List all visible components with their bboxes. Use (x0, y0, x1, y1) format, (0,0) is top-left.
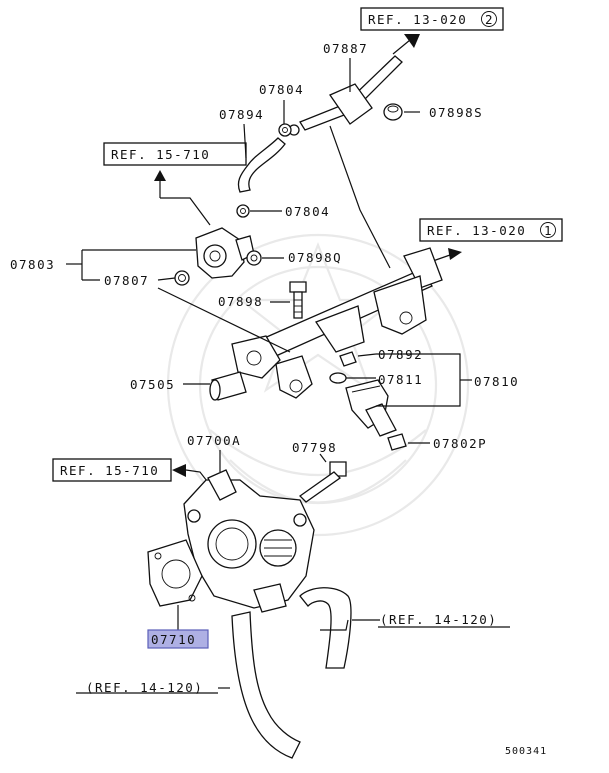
hose-left-lower[interactable] (231, 611, 301, 759)
ref-14-120-right[interactable]: (REF. 14-120) (380, 612, 497, 627)
label-07802p[interactable]: 07802P (433, 436, 487, 451)
fuel-rail-07505[interactable] (209, 247, 443, 401)
ref-13-020-2-text: REF. 13-020 (368, 12, 467, 27)
seal-07802p[interactable] (387, 433, 407, 451)
ref-13-020-1-circle-number: 1 (544, 223, 553, 238)
label-07810[interactable]: 07810 (474, 374, 519, 389)
ref-14-120-left[interactable]: (REF. 14-120) (86, 680, 203, 695)
ref-13-020-1-box[interactable]: REF. 13-020 1 (419, 218, 563, 242)
label-07887[interactable]: 07887 (323, 41, 368, 56)
bolt-07898q[interactable] (246, 250, 262, 266)
hose-right-lower[interactable] (299, 587, 352, 669)
label-07505[interactable]: 07505 (130, 377, 175, 392)
label-07892[interactable]: 07892 (378, 347, 423, 362)
label-07811[interactable]: 07811 (378, 372, 423, 387)
label-07898[interactable]: 07898 (218, 294, 263, 309)
circle-2-icon (481, 11, 497, 27)
ref-15-710-top-box[interactable]: REF. 15-710 (103, 142, 247, 166)
ref-15-710-mid-text: REF. 15-710 (60, 463, 159, 478)
o-ring-07898s[interactable] (383, 103, 403, 121)
ref-13-020-1-text: REF. 13-020 (427, 223, 526, 238)
label-07710-highlight[interactable]: 07710 (147, 629, 209, 649)
label-07898q[interactable]: 07898Q (288, 250, 342, 265)
pressure-regulator-07803[interactable] (195, 227, 255, 279)
circle-1-icon (540, 222, 556, 238)
o-ring-07811[interactable] (329, 372, 347, 384)
throttle-body-07700a[interactable] (183, 469, 315, 613)
label-07710: 07710 (151, 632, 196, 647)
ref-13-020-2-box[interactable]: REF. 13-020 2 (360, 7, 504, 31)
ref-15-710-top-text: REF. 15-710 (111, 147, 210, 162)
bolt-07898[interactable] (289, 281, 307, 319)
bolt-07798[interactable] (298, 461, 347, 503)
o-ring-07807[interactable] (174, 270, 190, 286)
clip-07804-top[interactable] (278, 123, 292, 137)
arrow-up-right-icon (392, 34, 420, 55)
injector-07810[interactable] (345, 379, 397, 437)
label-07798[interactable]: 07798 (292, 440, 337, 455)
leader-lines (66, 58, 472, 689)
diagram-code: 500341 (505, 746, 547, 757)
watermark-emblem-icon (166, 233, 470, 537)
label-07803[interactable]: 07803 (10, 257, 55, 272)
ref-13-020-2-circle-number: 2 (485, 12, 494, 27)
label-07804-lower[interactable]: 07804 (285, 204, 330, 219)
label-07894[interactable]: 07894 (219, 107, 264, 122)
hose-07894[interactable] (237, 137, 286, 193)
ref-15-710-mid-box[interactable]: REF. 15-710 (52, 458, 172, 482)
label-07898s[interactable]: 07898S (429, 105, 483, 120)
insulator-07892[interactable] (339, 351, 357, 367)
label-07804-top[interactable]: 07804 (259, 82, 304, 97)
arrow-up-icon (154, 170, 211, 226)
label-07807[interactable]: 07807 (104, 273, 149, 288)
clip-07804-lower[interactable] (236, 204, 250, 218)
label-07700a[interactable]: 07700A (187, 433, 241, 448)
gasket-07710[interactable] (147, 539, 203, 607)
fuel-hose-07887[interactable] (288, 55, 403, 136)
